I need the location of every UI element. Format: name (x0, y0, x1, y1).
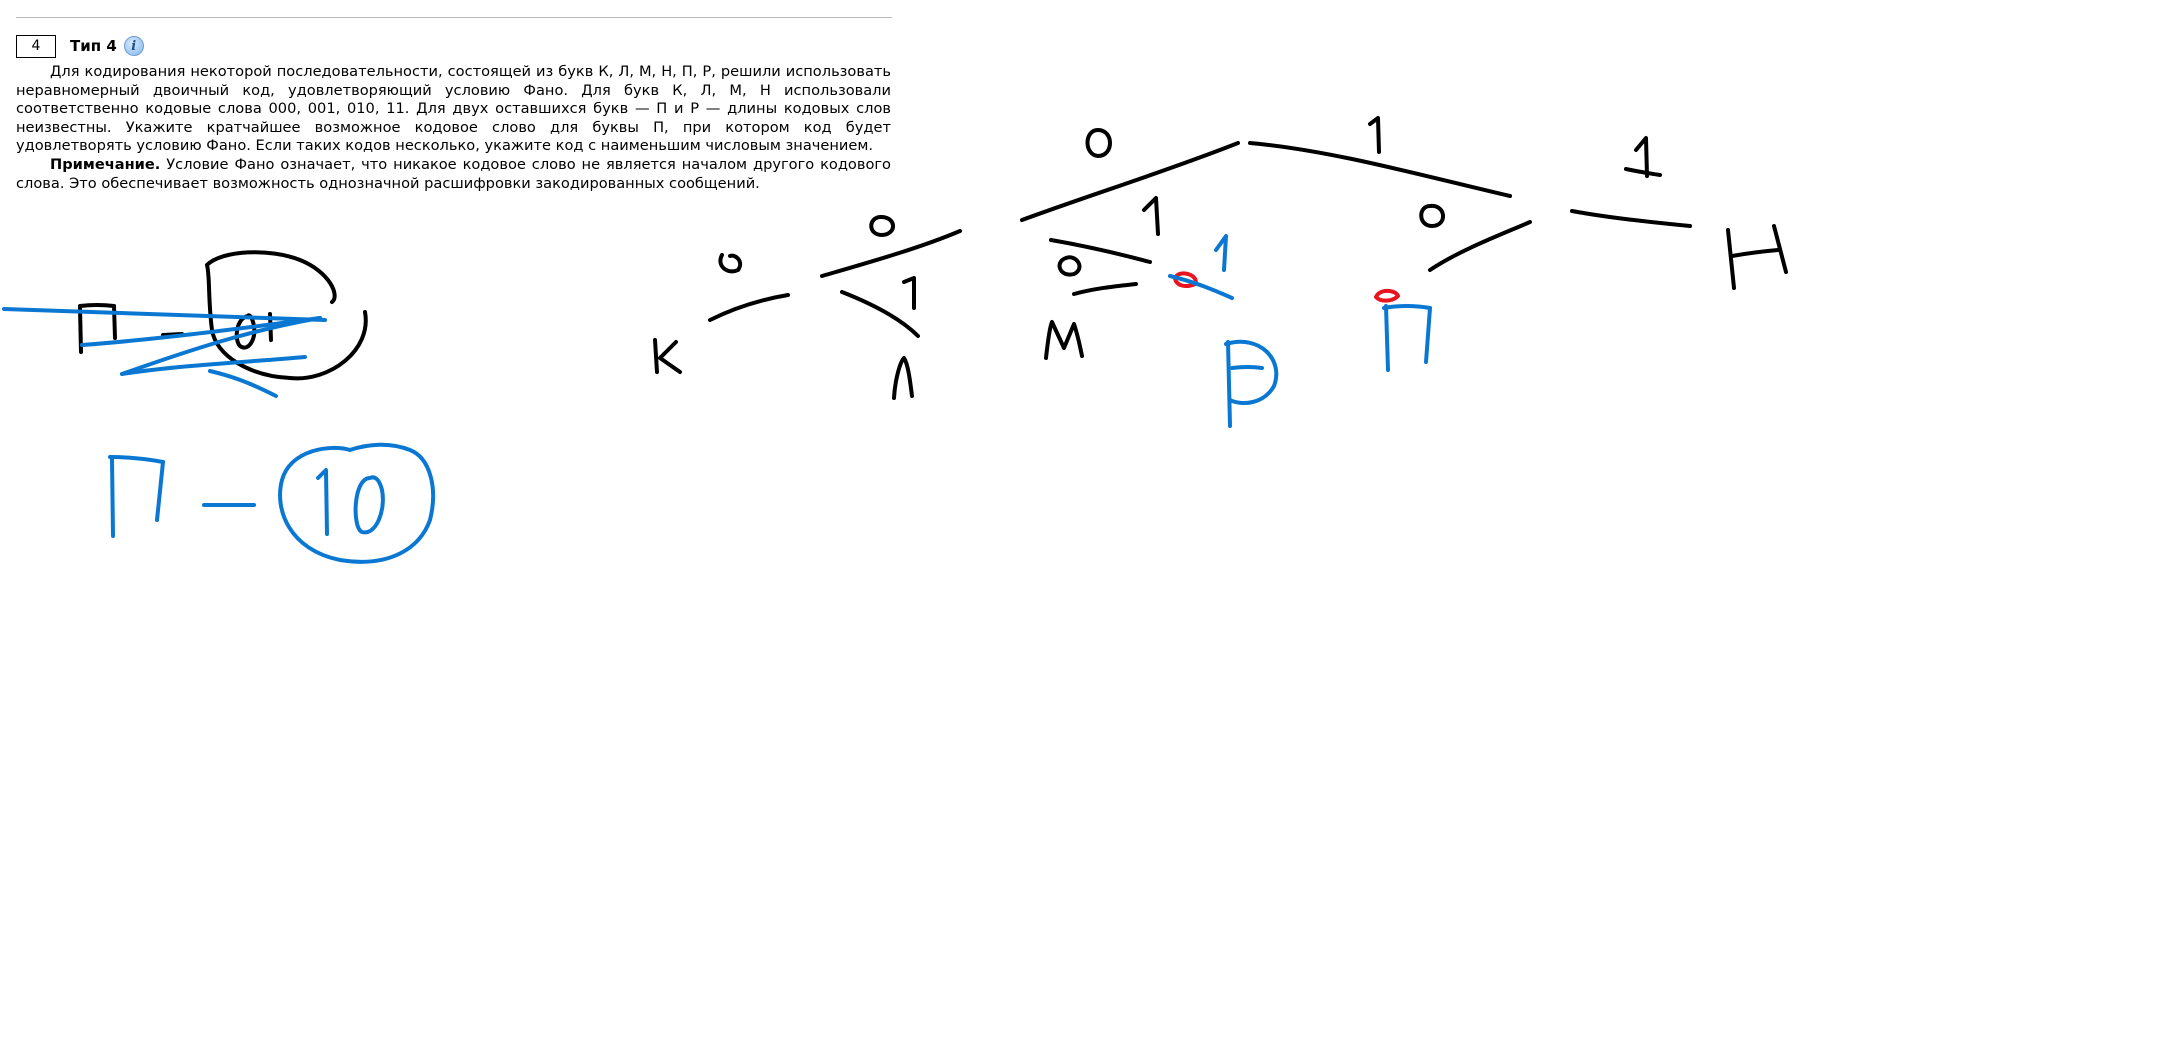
problem-type-label: Тип 4 (70, 37, 117, 55)
problem-header: 4 Тип 4 i (16, 33, 144, 59)
crossed-answer (2, 250, 368, 398)
final-answer (108, 442, 435, 564)
fano-tree (653, 116, 1788, 400)
note-label: Примечание. (50, 155, 161, 173)
problem-note: Примечание. Условие Фано означает, что н… (16, 156, 891, 193)
tree-blue-marks (1168, 234, 1432, 428)
problem-statement: Для кодирования некоторой последовательн… (16, 63, 891, 193)
top-divider (16, 17, 892, 18)
note-text: Условие Фано означает, что никакое кодов… (16, 155, 891, 192)
problem-paragraph: Для кодирования некоторой последовательн… (16, 63, 891, 155)
info-icon[interactable]: i (123, 36, 144, 56)
problem-number-box[interactable]: 4 (16, 34, 56, 58)
